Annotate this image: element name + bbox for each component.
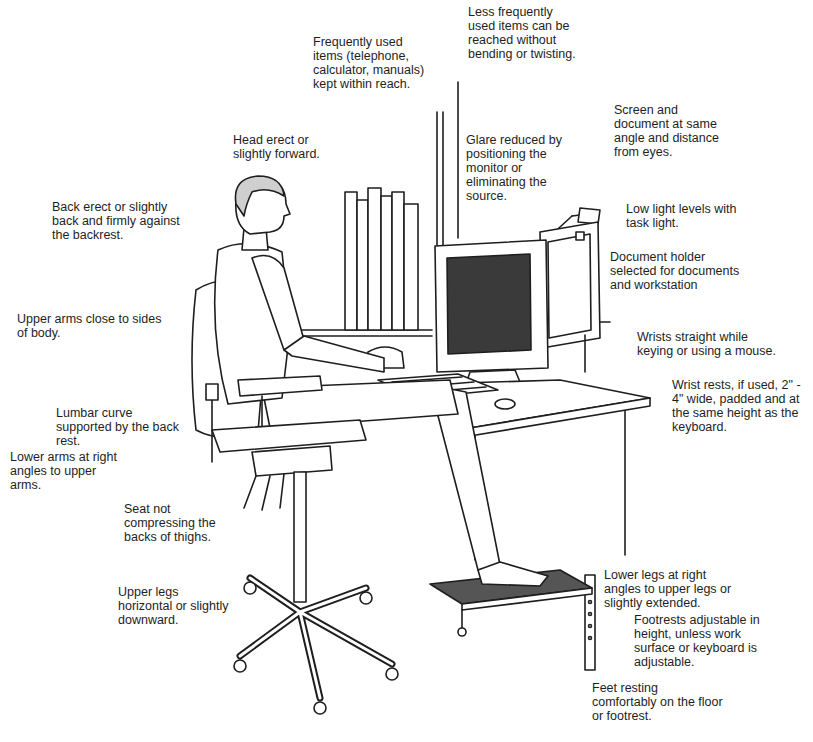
callout-text: Head erect or slightly forward. <box>233 133 343 161</box>
document-holder <box>584 335 586 372</box>
callout-text: Footrests adjustable in height, unless w… <box>634 613 766 669</box>
footrest <box>462 588 592 610</box>
mouse <box>495 399 515 409</box>
callout-text: Feet resting comfortably on the floor or… <box>592 681 724 723</box>
callout-text: Screen and document at same angle and di… <box>614 103 726 159</box>
footrest <box>461 610 463 628</box>
callout-text: Lower arms at right angles to upper arms… <box>10 450 128 492</box>
monitor <box>435 240 548 384</box>
footrest <box>589 601 592 604</box>
footrest <box>589 613 592 616</box>
chair <box>212 420 366 452</box>
seated-person <box>252 256 304 350</box>
chair <box>234 660 246 672</box>
bookshelf-books <box>345 192 357 330</box>
callout-text: Upper arms close to sides of body. <box>17 312 167 340</box>
chair <box>261 396 263 426</box>
chair <box>244 476 256 508</box>
callout-text: Document holder selected for documents a… <box>610 250 750 292</box>
callout-text: Frequently used items (telephone, calcul… <box>313 35 435 91</box>
bookshelf-books <box>392 192 404 330</box>
chair <box>206 384 218 400</box>
document-holder <box>548 234 591 338</box>
desk <box>624 408 626 555</box>
document-holder <box>540 222 600 372</box>
callout-text: Lower legs at right angles to upper legs… <box>604 568 746 610</box>
callout-text: Back erect or slightly back and firmly a… <box>52 200 192 242</box>
document-holder <box>540 222 600 348</box>
chair <box>294 472 306 602</box>
bookshelf-books <box>357 200 368 330</box>
document-holder <box>576 232 584 240</box>
desk <box>470 398 650 436</box>
footrest <box>458 628 466 636</box>
callout-text: Wrist rests, if used, 2" - 4" wide, padd… <box>672 378 806 434</box>
chair <box>206 376 398 714</box>
bookshelf-books <box>345 188 418 330</box>
chair <box>240 578 392 698</box>
monitor <box>447 254 531 354</box>
chair <box>386 668 398 680</box>
chair <box>240 578 392 698</box>
chair <box>238 376 322 396</box>
callout-text: Wrists straight while keying or using a … <box>637 330 787 358</box>
chair <box>262 476 270 510</box>
seated-person <box>235 176 284 216</box>
bookshelf-books <box>381 196 392 330</box>
seated-person <box>478 562 548 586</box>
footrest <box>589 637 592 640</box>
monitor <box>435 240 548 372</box>
leader-line <box>457 82 459 238</box>
callout-text: Glare reduced by positioning the monitor… <box>466 133 576 203</box>
footrest <box>589 625 592 628</box>
chair <box>280 474 284 508</box>
chair <box>360 592 372 604</box>
seated-person <box>284 336 384 372</box>
bookshelf-books <box>368 188 381 330</box>
callout-text: Seat not compressing the backs of thighs… <box>124 502 228 544</box>
callout-text: Upper legs horizontal or slightly downwa… <box>118 585 236 627</box>
chair <box>314 702 326 714</box>
bookshelf-books <box>404 204 418 330</box>
callout-text: Lumbar curve supported by the back rest. <box>56 406 184 448</box>
callout-text: Low light levels with task light. <box>626 202 751 230</box>
chair <box>252 446 332 476</box>
callout-text: Less frequently used items can be reache… <box>468 5 580 61</box>
seated-person <box>215 176 548 586</box>
chair <box>244 582 256 594</box>
chair <box>211 392 213 462</box>
